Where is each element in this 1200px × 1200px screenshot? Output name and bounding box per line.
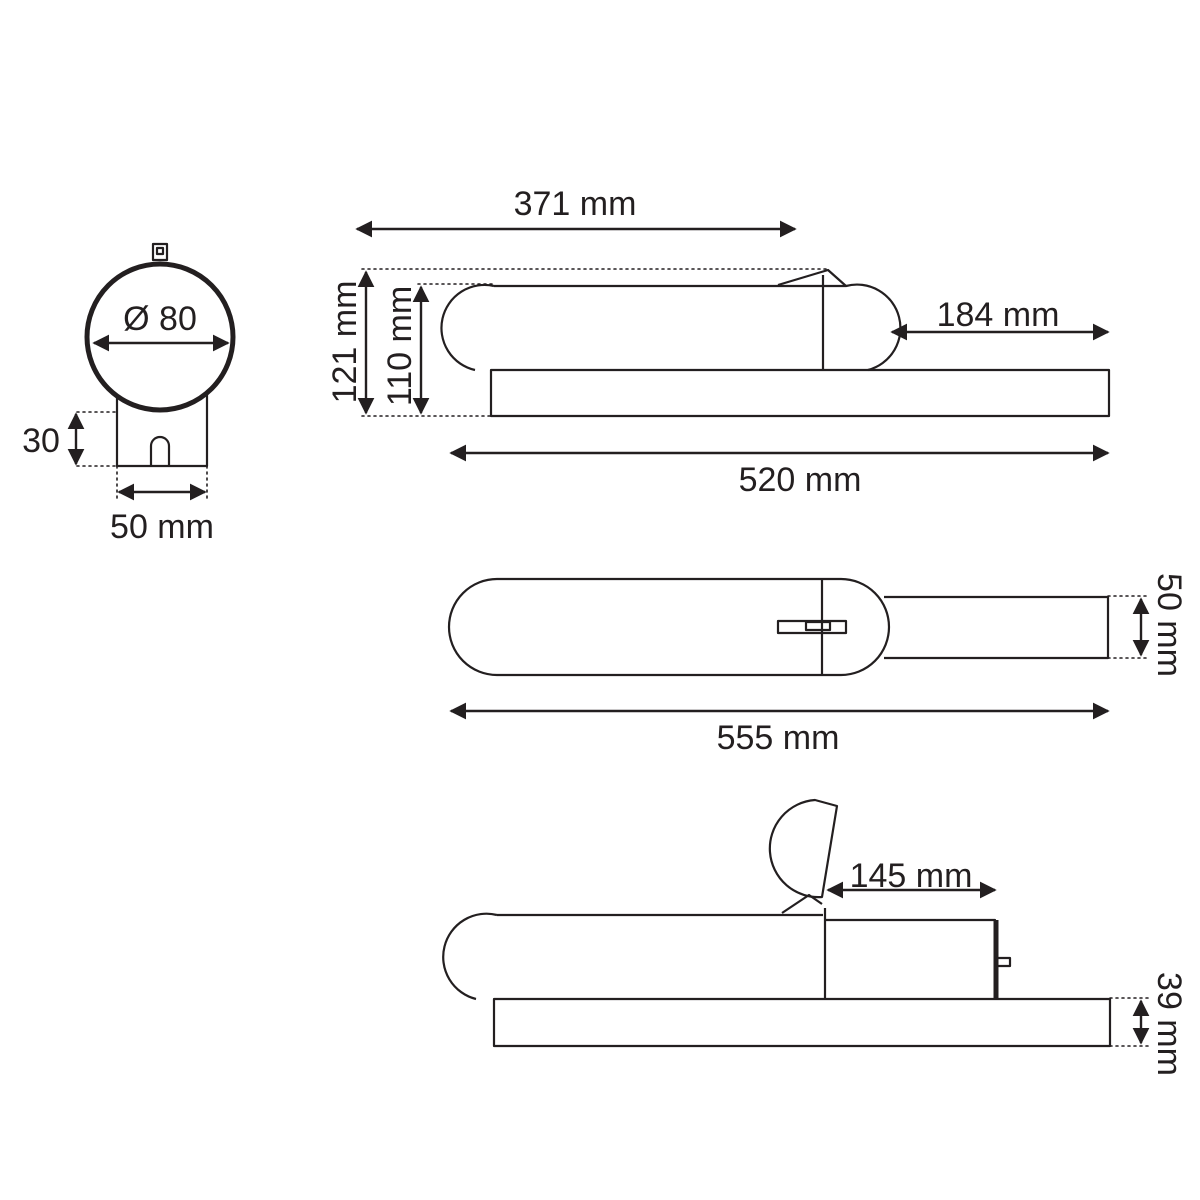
- tilted-view-rotated-head: [768, 798, 839, 899]
- tilted-view-base-plate: [492, 997, 1112, 1048]
- overhang-label: 184 mm: [937, 296, 1060, 334]
- end-view-connector: [151, 242, 169, 262]
- top-length-label: 371 mm: [514, 185, 637, 223]
- mount-width-label: 50 mm: [110, 508, 214, 546]
- side-view-hinge: [777, 268, 847, 287]
- tilted-view-driver-box: [825, 918, 997, 999]
- plan-view-light-head: [447, 577, 891, 677]
- end-view-slot: [149, 435, 171, 466]
- plan-length-label: 555 mm: [717, 719, 840, 757]
- diameter-label: Ø 80: [123, 300, 197, 338]
- plan-view-base-plate: [884, 595, 1110, 660]
- tilted-view-light-head: [442, 912, 823, 1001]
- plan-view: 50 mm 555 mm: [447, 573, 1188, 757]
- mount-height-label: 30: [22, 422, 60, 460]
- side-view-light-head: [440, 283, 902, 372]
- tilt-offset-label: 145 mm: [850, 857, 973, 895]
- tilted-view-hinge: [781, 893, 823, 914]
- head-height-label: 110 mm: [381, 286, 419, 406]
- total-height-label: 121 mm: [326, 281, 364, 404]
- side-view: 371 mm 121 mm 110 mm 184 mm 520 mm: [326, 185, 1111, 499]
- plate-thickness-label: 39 mm: [1150, 972, 1188, 1076]
- tilted-view: 145 mm 39 mm: [442, 798, 1188, 1076]
- tilted-view-connector: [995, 956, 1012, 968]
- side-view-base-plate: [489, 368, 1111, 418]
- end-view: Ø 80 30 50 mm: [22, 242, 236, 546]
- plan-width-label: 50 mm: [1150, 573, 1188, 677]
- plate-length-label: 520 mm: [739, 461, 862, 499]
